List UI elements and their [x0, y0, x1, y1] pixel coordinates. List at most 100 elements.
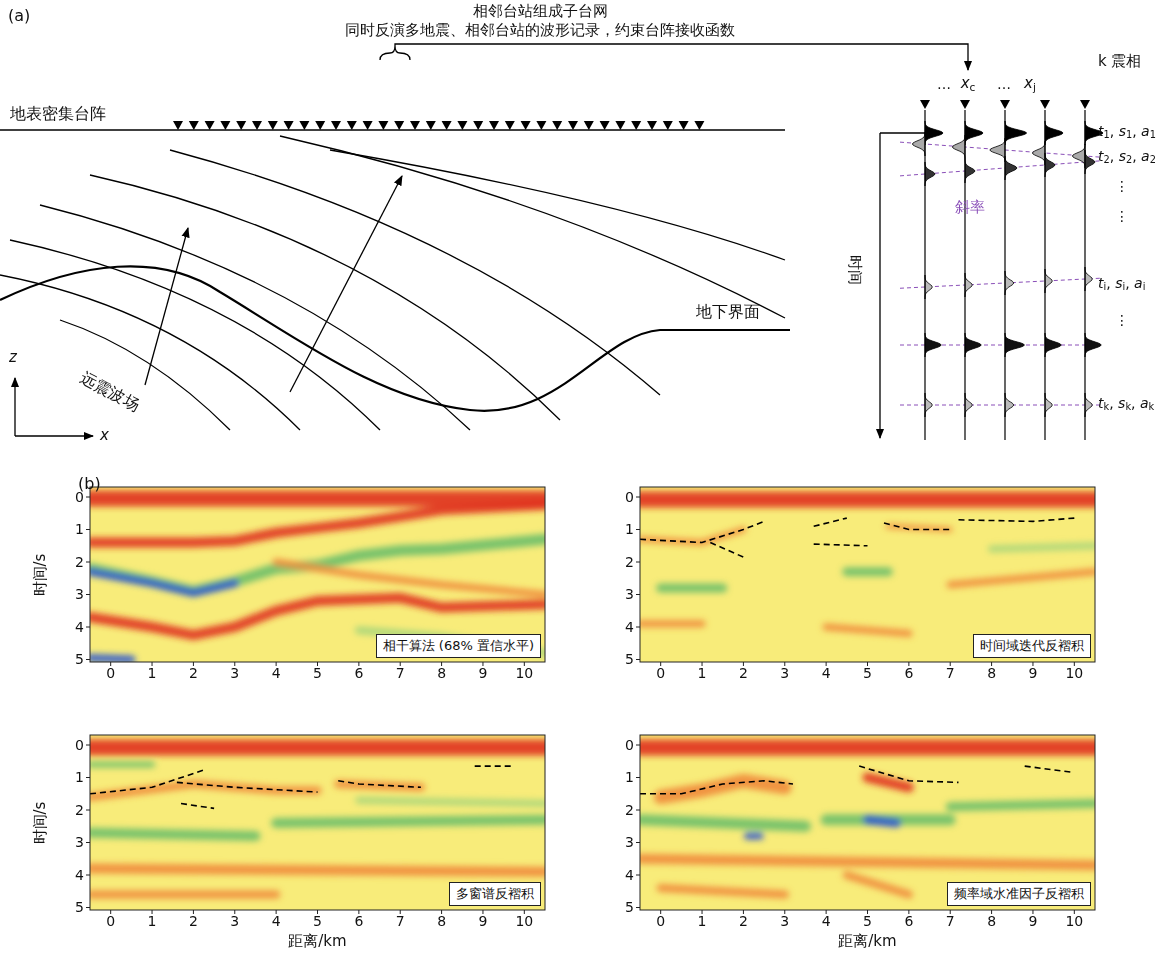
figure-label: 时间	[846, 255, 864, 285]
interface-dash	[1025, 766, 1075, 773]
art-stroke	[636, 777, 640, 778]
tick-label: 7	[396, 913, 405, 930]
plot-label: 时间域迭代反褶积	[980, 638, 1084, 653]
art-stroke	[640, 492, 1095, 508]
tick-label: 6	[904, 665, 913, 682]
figure-label: ⋮	[1115, 312, 1129, 329]
tick-label: 0	[625, 489, 634, 506]
figure-label: 距离/km	[838, 932, 896, 950]
station-symbol	[284, 121, 294, 130]
tick-label: 1	[75, 521, 84, 538]
art-stroke	[640, 748, 1095, 895]
pulse	[925, 333, 941, 357]
pulse	[1005, 393, 1014, 417]
interface-dash	[640, 781, 793, 794]
station-symbol	[584, 121, 594, 130]
art-stroke	[640, 500, 1095, 634]
station-symbol	[521, 121, 531, 130]
art-stroke	[90, 658, 131, 660]
tick-label: 9	[478, 913, 487, 930]
art-stroke	[748, 833, 761, 840]
tick-label: 5	[313, 913, 322, 930]
interface-dash	[814, 518, 847, 526]
pulse	[1045, 121, 1063, 145]
tick-label: 2	[739, 665, 748, 682]
station-symbol	[457, 121, 467, 130]
plot-label-box: 多窗谱反褶积	[449, 882, 541, 906]
tick-label: 5	[625, 651, 634, 668]
figure-label: 时间/s	[31, 801, 49, 844]
tick-label: 10	[1065, 913, 1083, 930]
art-stroke	[86, 745, 90, 746]
figure-label: 斜率	[955, 198, 985, 216]
plot-frame	[90, 735, 545, 910]
tick-label: 3	[75, 834, 84, 851]
art-stroke	[90, 891, 276, 899]
art-stroke	[847, 875, 909, 895]
pulse	[965, 121, 983, 145]
interface-dash	[338, 781, 421, 788]
station-symbol	[315, 121, 325, 130]
art-stroke	[359, 800, 545, 803]
art-stroke	[86, 627, 90, 628]
tick-label: 7	[396, 665, 405, 682]
pulse	[925, 275, 932, 299]
tick-label: 3	[230, 665, 239, 682]
plot-frame	[640, 735, 1095, 910]
art-stroke	[90, 487, 545, 662]
tick-label: 2	[75, 554, 84, 571]
tick-label: 5	[75, 651, 84, 668]
pulse	[1045, 333, 1061, 357]
tick-label: 2	[75, 802, 84, 819]
interface-dash	[710, 543, 743, 558]
art-stroke	[90, 748, 545, 895]
station-symbol	[536, 121, 546, 130]
art-stroke	[276, 820, 545, 823]
tick-label: 2	[739, 913, 748, 930]
pulse	[1072, 144, 1085, 168]
art-stroke	[636, 497, 640, 498]
interface-dash	[90, 769, 206, 793]
art-stroke	[636, 659, 640, 660]
tick-label: 6	[904, 913, 913, 930]
station-symbol	[647, 121, 657, 130]
waveforms	[900, 100, 1103, 440]
tick-label: 6	[354, 665, 363, 682]
tick-label: 9	[1028, 665, 1037, 682]
station-symbol	[615, 121, 625, 130]
art-stroke	[636, 627, 640, 628]
interface-dash	[181, 804, 214, 809]
tick-label: 4	[272, 665, 281, 682]
tick-label: 7	[946, 665, 955, 682]
pulse	[1005, 333, 1024, 357]
tick-label: 0	[625, 737, 634, 754]
art-stroke	[950, 804, 1095, 807]
figure-label: 地下界面	[696, 302, 760, 321]
art-stroke	[636, 594, 640, 595]
tick-label: 3	[625, 834, 634, 851]
station-symbol	[1000, 100, 1010, 109]
art-stroke	[661, 584, 723, 593]
station-symbol	[220, 121, 230, 130]
figure-label: k 震相	[1098, 52, 1141, 70]
tick-label: 4	[272, 913, 281, 930]
heatmap	[90, 487, 545, 662]
interface-dash	[959, 518, 1075, 521]
station-symbol	[489, 121, 499, 130]
station-symbol	[378, 121, 388, 130]
interface-dash	[640, 521, 764, 542]
station-symbol	[410, 121, 420, 130]
figure-label: t2, s2, a2	[1098, 148, 1156, 166]
pulse	[1045, 393, 1052, 417]
tick-label: 4	[625, 619, 634, 636]
station-symbol	[236, 121, 246, 130]
art-stroke	[640, 740, 1095, 756]
station-symbol	[1040, 100, 1050, 109]
tick-label: 8	[437, 665, 446, 682]
art-stroke	[636, 907, 640, 908]
art-stroke	[636, 745, 640, 746]
art-stroke	[86, 497, 90, 498]
plot-label-box: 时间域迭代反褶积	[973, 634, 1091, 658]
art-stroke	[90, 598, 545, 635]
tick-label: 3	[780, 913, 789, 930]
